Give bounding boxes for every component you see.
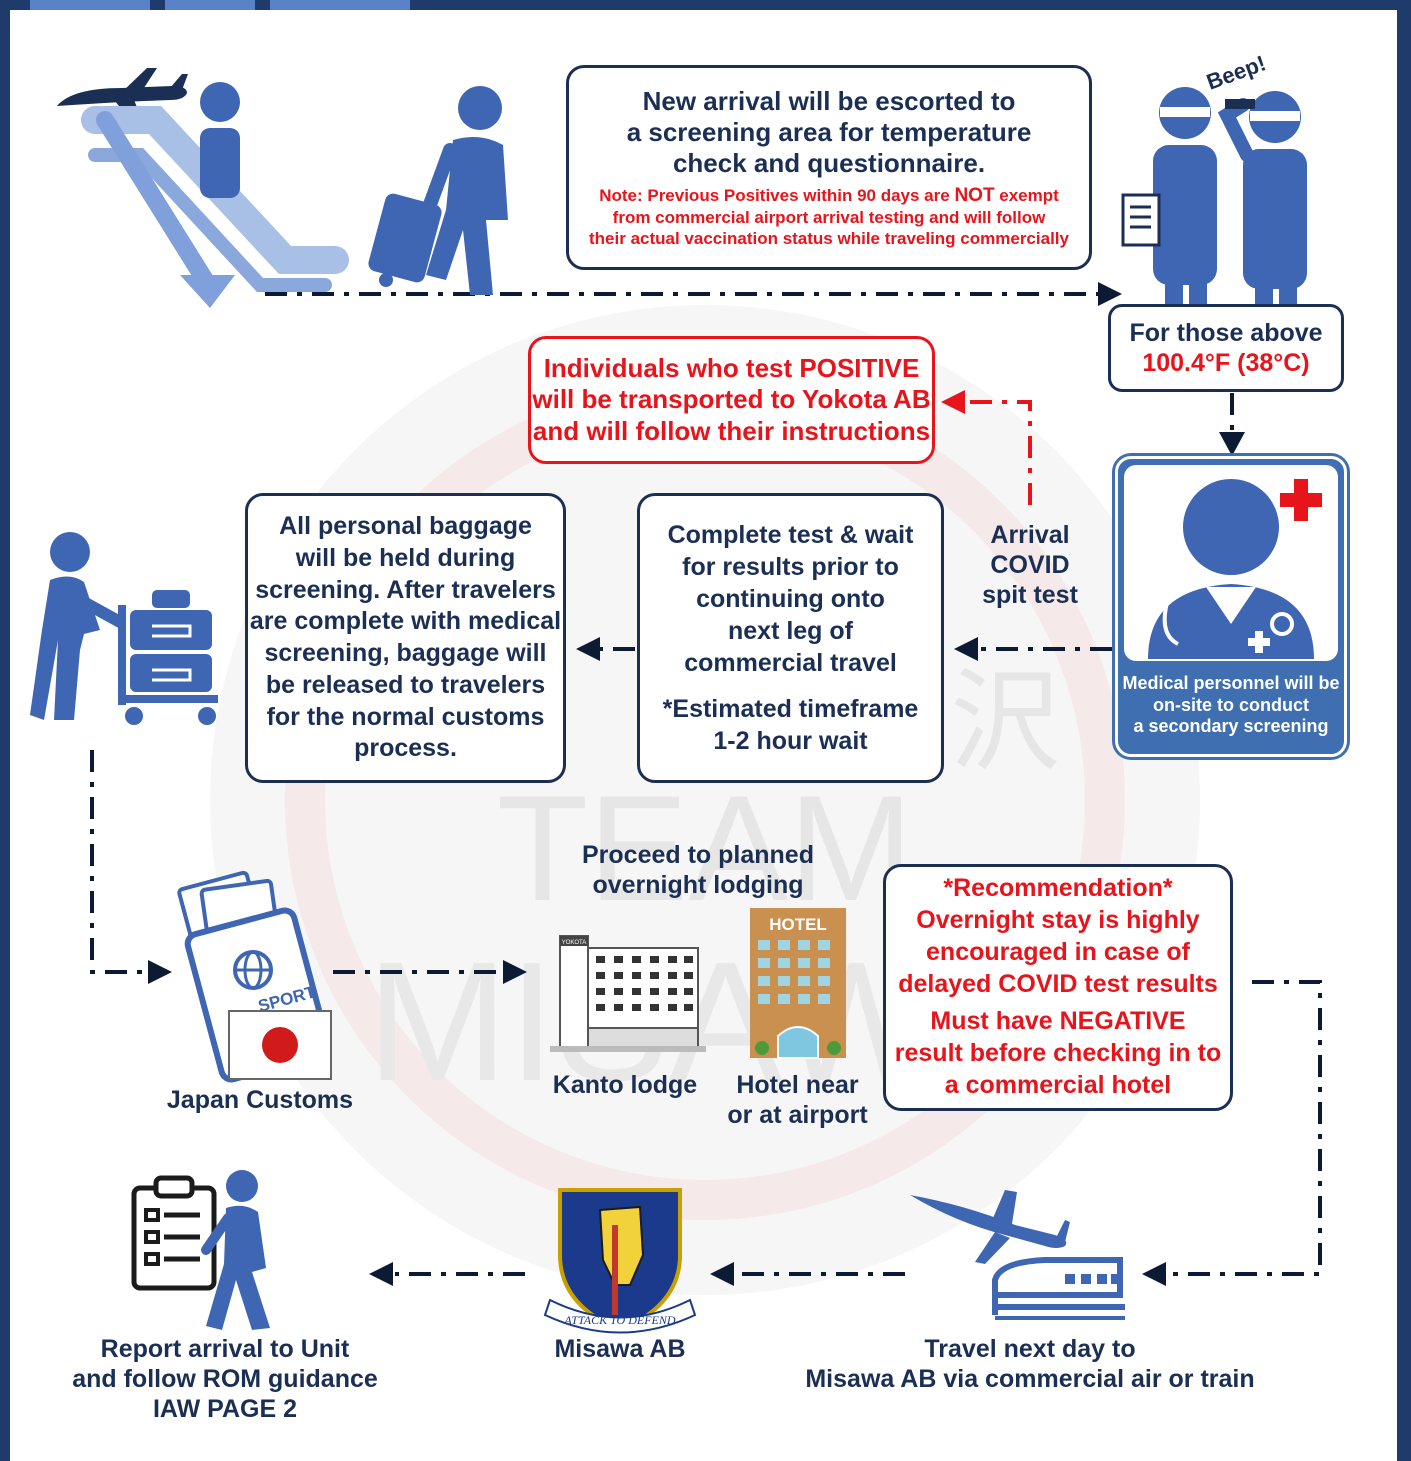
hotel-sign-text: HOTEL [769, 915, 827, 934]
airplane-train-icon [910, 1190, 1125, 1320]
fever-threshold-box: For those above 100.4°F (38°C) [1108, 304, 1344, 392]
spit-line-1: Arrival [990, 521, 1070, 549]
recommendation-line-6: result before checking in to [894, 1039, 1222, 1068]
recommendation-line-2: Overnight stay is highly [916, 906, 1200, 935]
arrow-head [1142, 1262, 1166, 1286]
arrival-note-line-1: Note: Previous Positives within 90 days … [599, 185, 1059, 208]
recommendation-line-1: *Recommendation* [943, 874, 1173, 903]
arrow-head [576, 637, 600, 661]
note-suffix: exempt [994, 186, 1059, 206]
misawa-shield-icon: ATTACK TO DEFEND [543, 1188, 697, 1334]
shield-motto: ATTACK TO DEFEND [563, 1313, 675, 1327]
recommendation-box: *Recommendation* Overnight stay is highl… [883, 864, 1233, 1111]
test-line-6: *Estimated timeframe [662, 695, 919, 723]
hotel-line-2: or at airport [727, 1101, 868, 1129]
test-line-1: Complete test & wait [667, 521, 914, 549]
escalator-icon [81, 82, 349, 308]
baggage-line-5: screening, baggage will [264, 639, 547, 667]
beep-text: Beep! [1203, 50, 1269, 94]
test-line-4: next leg of [727, 617, 853, 645]
lodging-heading: Proceed to planned overnight lodging [548, 840, 848, 900]
arrival-screening-box: New arrival will be escorted to a screen… [566, 65, 1092, 270]
spit-line-3: spit test [982, 581, 1078, 609]
report-line-2: and follow ROM guidance [72, 1365, 378, 1393]
medical-line-2: on-site to conduct [1153, 694, 1309, 715]
baggage-line-8: process. [354, 734, 457, 763]
recommendation-line-3: encouraged in case of [926, 937, 1190, 966]
kanto-lodge-icon: YOKOTA [550, 935, 706, 1052]
frame-tab [30, 0, 150, 10]
arrow-head [148, 960, 172, 984]
note-not: NOT [954, 185, 995, 207]
yokota-sign: YOKOTA [562, 940, 587, 946]
positive-line-2: will be transported to Yokota AB [532, 384, 931, 415]
lodging-line-1: Proceed to planned [582, 841, 814, 869]
medical-personnel-icon [1124, 465, 1338, 661]
traveler-luggage-icon [368, 86, 508, 295]
japan-flag-icon [228, 1010, 332, 1080]
temperature-check-icon: Beep! [1121, 50, 1307, 305]
positive-line-1: Individuals who test POSITIVE [543, 353, 920, 384]
arrow-head [941, 390, 965, 414]
frame-tab [165, 0, 255, 10]
recommendation-line-4: delayed COVID test results [898, 969, 1218, 998]
hotel-icon: HOTEL [750, 908, 846, 1059]
baggage-line-4: are complete with medical [249, 607, 562, 636]
arrow-head [503, 960, 527, 984]
fever-line-1: For those above [1129, 319, 1323, 347]
medical-line-3: a secondary screening [1133, 716, 1329, 737]
positive-line-3: and will follow their instructions [532, 415, 931, 446]
baggage-line-2: will be held during [295, 543, 516, 572]
travel-label: Travel next day to Misawa AB via commerc… [780, 1334, 1280, 1394]
medical-caption: Medical personnel will be on-site to con… [1118, 673, 1344, 738]
lodging-line-2: overnight lodging [592, 871, 804, 899]
kanto-lodge-label: Kanto lodge [552, 1071, 698, 1099]
test-line-5: commercial travel [684, 649, 897, 677]
arrival-note-line-3: their actual vaccination status while tr… [589, 228, 1069, 248]
travel-line-1: Travel next day to [924, 1335, 1136, 1363]
positive-result-box: Individuals who test POSITIVE will be tr… [528, 336, 935, 464]
report-line-1: Report arrival to Unit [100, 1335, 350, 1363]
report-line-3: IAW PAGE 2 [152, 1395, 297, 1423]
arrival-note-line-2: from commercial airport arrival testing … [612, 208, 1046, 228]
spit-line-2: COVID [990, 551, 1070, 579]
medical-personnel-panel: Medical personnel will be on-site to con… [1115, 456, 1347, 757]
customs-label: Japan Customs [166, 1086, 354, 1114]
hotel-label: Hotel near or at airport [715, 1070, 880, 1130]
baggage-line-6: be released to travelers [265, 670, 546, 699]
arrow-head [710, 1262, 734, 1286]
test-line-3: continuing onto [696, 585, 885, 613]
arrow-head [369, 1262, 393, 1286]
recommendation-line-7: a commercial hotel [944, 1070, 1172, 1099]
hotel-line-1: Hotel near [736, 1071, 859, 1099]
report-clipboard-icon [131, 1170, 270, 1330]
baggage-cart-icon [30, 532, 218, 725]
misawa-label: Misawa AB [554, 1335, 686, 1363]
arrow-head [1098, 282, 1122, 306]
arrival-line-2: a screening area for temperature [626, 117, 1032, 148]
baggage-line-3: screening. After travelers [255, 575, 556, 604]
report-label: Report arrival to Unit and follow ROM gu… [60, 1334, 390, 1424]
note-prefix: Note: Previous Positives within 90 days … [599, 186, 955, 206]
arrival-line-1: New arrival will be escorted to [642, 85, 1016, 116]
test-wait-box: Complete test & wait for results prior t… [637, 493, 944, 783]
frame-tab [270, 0, 410, 10]
fever-line-2: 100.4°F (38°C) [1142, 349, 1310, 377]
arrow-head [1219, 432, 1245, 456]
baggage-line-1: All personal baggage [279, 512, 532, 540]
watermark-team: TEAM [497, 764, 914, 932]
recommendation-line-5: Must have NEGATIVE [930, 1007, 1186, 1036]
spit-test-label: Arrival COVID spit test [965, 520, 1095, 610]
arrow-head [954, 637, 978, 661]
travel-line-2: Misawa AB via commercial air or train [805, 1365, 1255, 1393]
test-line-7: 1-2 hour wait [713, 727, 868, 755]
test-line-2: for results prior to [682, 553, 899, 581]
medical-line-1: Medical personnel will be [1122, 673, 1340, 693]
baggage-line-7: for the normal customs [266, 702, 545, 731]
baggage-box: All personal baggage will be held during… [245, 493, 566, 783]
arrival-line-3: check and questionnaire. [672, 148, 986, 179]
